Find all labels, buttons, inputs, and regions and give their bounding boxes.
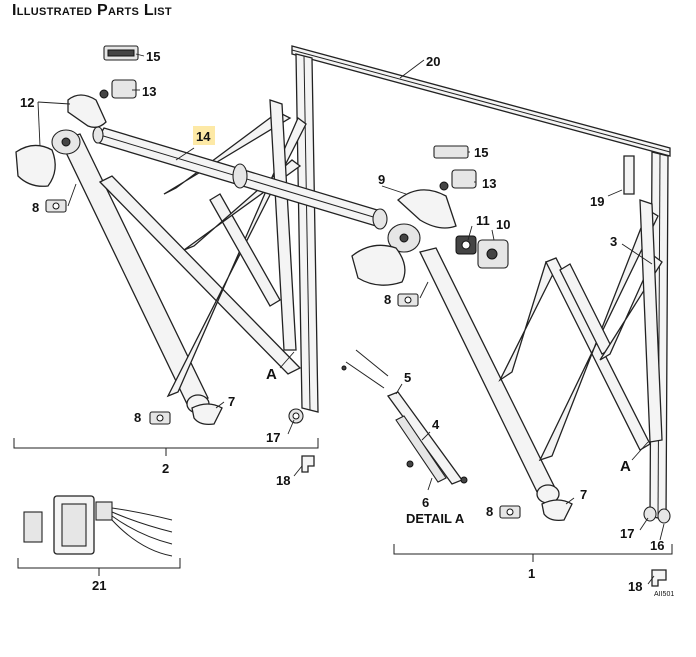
callout-11: 11 bbox=[476, 213, 490, 228]
callout-8-left-bottom: 8 bbox=[134, 410, 141, 425]
bracket-18b bbox=[651, 569, 667, 587]
callout-5: 5 bbox=[404, 370, 411, 385]
detail-a-label: DETAIL A bbox=[406, 511, 465, 526]
callout-21: 21 bbox=[92, 578, 106, 593]
callout-7-left: 7 bbox=[228, 394, 235, 409]
bracket-8b bbox=[149, 411, 171, 425]
bushing-17b bbox=[643, 506, 657, 522]
callout-labels: 15 13 12 14 8 20 15 13 9 11 10 19 3 8 5 … bbox=[20, 49, 674, 598]
foot-cap-7b bbox=[541, 499, 573, 522]
callout-1: 1 bbox=[528, 566, 535, 581]
callout-2: 2 bbox=[162, 461, 169, 476]
callout-6: 6 bbox=[422, 495, 429, 510]
bracket-8c bbox=[397, 293, 419, 307]
foot-cap-7a bbox=[191, 403, 223, 426]
page-title: Illustrated Parts List bbox=[12, 2, 172, 19]
callout-8-right-bottom: 8 bbox=[486, 504, 493, 519]
callout-20: 20 bbox=[426, 54, 440, 69]
bushing-17a bbox=[288, 408, 304, 424]
bracket-8a bbox=[45, 199, 67, 213]
callout-19: 19 bbox=[590, 194, 604, 209]
detail-a-assembly bbox=[341, 349, 468, 485]
highlight-box-14 bbox=[193, 126, 215, 145]
left-wall-track bbox=[295, 53, 319, 413]
view-label-a-right: A bbox=[620, 458, 631, 475]
callout-9: 9 bbox=[378, 172, 385, 187]
callout-3: 3 bbox=[610, 234, 617, 249]
bushing-16 bbox=[657, 508, 671, 524]
callout-10: 10 bbox=[496, 217, 510, 232]
leader-lines bbox=[37, 53, 665, 585]
figure-code: AII501 bbox=[654, 591, 674, 598]
view-label-a-left: A bbox=[266, 366, 277, 383]
switch-assembly bbox=[23, 495, 173, 557]
bracket-8d bbox=[499, 505, 521, 519]
clip-hardware-left bbox=[99, 45, 139, 99]
motor-gear bbox=[455, 235, 477, 255]
callout-8-right-top: 8 bbox=[384, 292, 391, 307]
roller-tube bbox=[92, 126, 388, 230]
right-cover bbox=[351, 244, 406, 286]
clip-hardware-right bbox=[433, 145, 477, 191]
assembly-bracket-21 bbox=[17, 558, 181, 576]
callout-8-left-top: 8 bbox=[32, 200, 39, 215]
callout-16: 16 bbox=[650, 538, 664, 553]
rail-insert bbox=[623, 155, 635, 195]
right-arm-assembly bbox=[419, 199, 663, 504]
assembly-bracket-1 bbox=[393, 544, 673, 562]
right-end-cap bbox=[387, 189, 457, 253]
callout-4: 4 bbox=[432, 417, 440, 432]
callout-17-right: 17 bbox=[620, 526, 634, 541]
callout-18-right: 18 bbox=[628, 579, 642, 594]
motor-unit bbox=[477, 239, 509, 269]
callout-7-right: 7 bbox=[580, 487, 587, 502]
callout-13-left: 13 bbox=[142, 84, 156, 99]
callout-18-left: 18 bbox=[276, 473, 290, 488]
callout-12: 12 bbox=[20, 95, 34, 110]
callout-17-left: 17 bbox=[266, 430, 280, 445]
callout-15-left: 15 bbox=[146, 49, 160, 64]
callout-13-right: 13 bbox=[482, 176, 496, 191]
callout-14: 14 bbox=[196, 129, 211, 144]
left-end-cap bbox=[15, 94, 107, 187]
assembly-bracket-2 bbox=[13, 438, 319, 456]
left-arm-assembly bbox=[51, 99, 307, 414]
awning-rail bbox=[291, 45, 671, 157]
callout-15-right: 15 bbox=[474, 145, 488, 160]
bracket-18a bbox=[301, 455, 315, 473]
